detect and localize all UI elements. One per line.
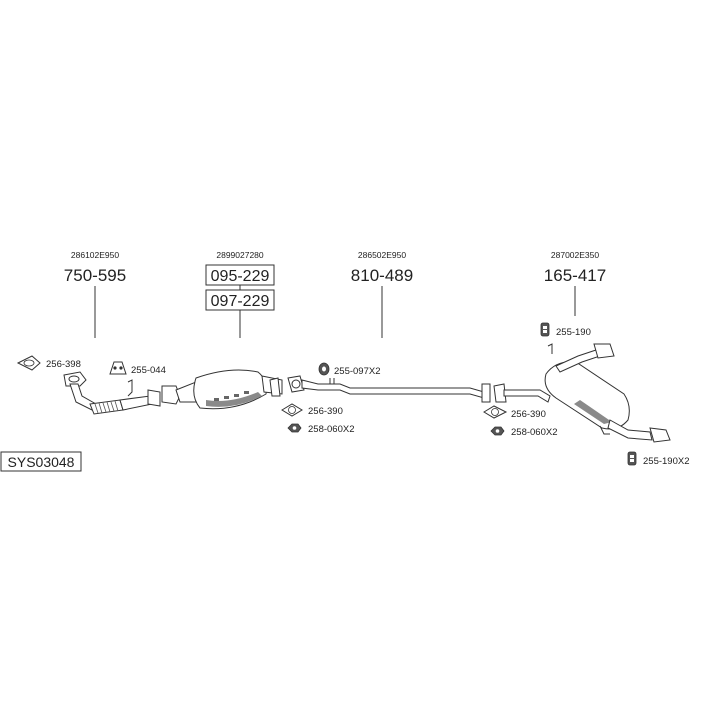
accessory-code: 255-097X2: [334, 366, 380, 377]
oem-number: 286102E950: [71, 250, 119, 260]
catalytic-converter-drawing: [161, 369, 283, 410]
accessory-255-044[interactable]: 255-044: [109, 361, 166, 376]
accessory-258-060X2[interactable]: 258-060X2: [287, 423, 354, 435]
part-number[interactable]: 165-417: [544, 266, 606, 285]
accessory-255-190X2[interactable]: 255-190X2: [627, 451, 689, 467]
front-pipe-drawing: [63, 371, 161, 415]
accessory-256-390[interactable]: 256-390: [281, 403, 343, 417]
rubber-hanger-icon: [540, 322, 550, 337]
accessory-code: 258-060X2: [308, 424, 354, 435]
centre-pipe: [301, 379, 485, 399]
oem-number: 2899027280: [216, 250, 264, 260]
rear-silencer-drawing: [493, 343, 671, 443]
accessory-255-097X2[interactable]: 255-097X2: [318, 362, 380, 377]
rear-flange: [147, 389, 161, 407]
accessory-255-190[interactable]: 255-190: [540, 322, 591, 338]
accessory-code: 255-044: [131, 365, 166, 376]
silencer-box: [544, 361, 630, 430]
rubber-hanger-icon: [627, 451, 637, 466]
part-number[interactable]: 750-595: [64, 266, 126, 285]
accessory-code: 256-390: [308, 406, 343, 417]
system-code-label: SYS03048: [0, 451, 82, 472]
rubber-hanger-icon: [109, 361, 127, 375]
accessory-code: 255-190: [556, 327, 591, 338]
group-rear-silencer: 287002E350 165-417: [544, 250, 606, 316]
system-code: SYS03048: [8, 454, 75, 470]
accessory-258-060X2-rear[interactable]: 258-060X2: [490, 426, 557, 438]
accessory-code: 255-190X2: [643, 456, 689, 467]
accessory-code: 258-060X2: [511, 427, 557, 438]
oem-number: 287002E350: [551, 250, 599, 260]
oem-number: 286502E950: [358, 250, 406, 260]
part-number[interactable]: 097-229: [211, 293, 270, 310]
centre-pipe-drawing: [287, 375, 491, 403]
group-front-pipe: 286102E950 750-595: [64, 250, 126, 338]
part-number[interactable]: 095-229: [211, 268, 270, 285]
accessory-256-398[interactable]: 256-398: [16, 355, 81, 371]
accessory-code: 256-390: [511, 409, 546, 420]
part-number[interactable]: 810-489: [351, 266, 413, 285]
flex-joint: [89, 399, 124, 415]
group-centre-pipe: 286502E950 810-489: [351, 250, 413, 338]
accessory-256-390-rear[interactable]: 256-390: [483, 405, 546, 420]
accessory-code: 256-398: [46, 359, 81, 370]
group-catalytic-converter: 2899027280 095-229 097-229: [205, 250, 275, 338]
